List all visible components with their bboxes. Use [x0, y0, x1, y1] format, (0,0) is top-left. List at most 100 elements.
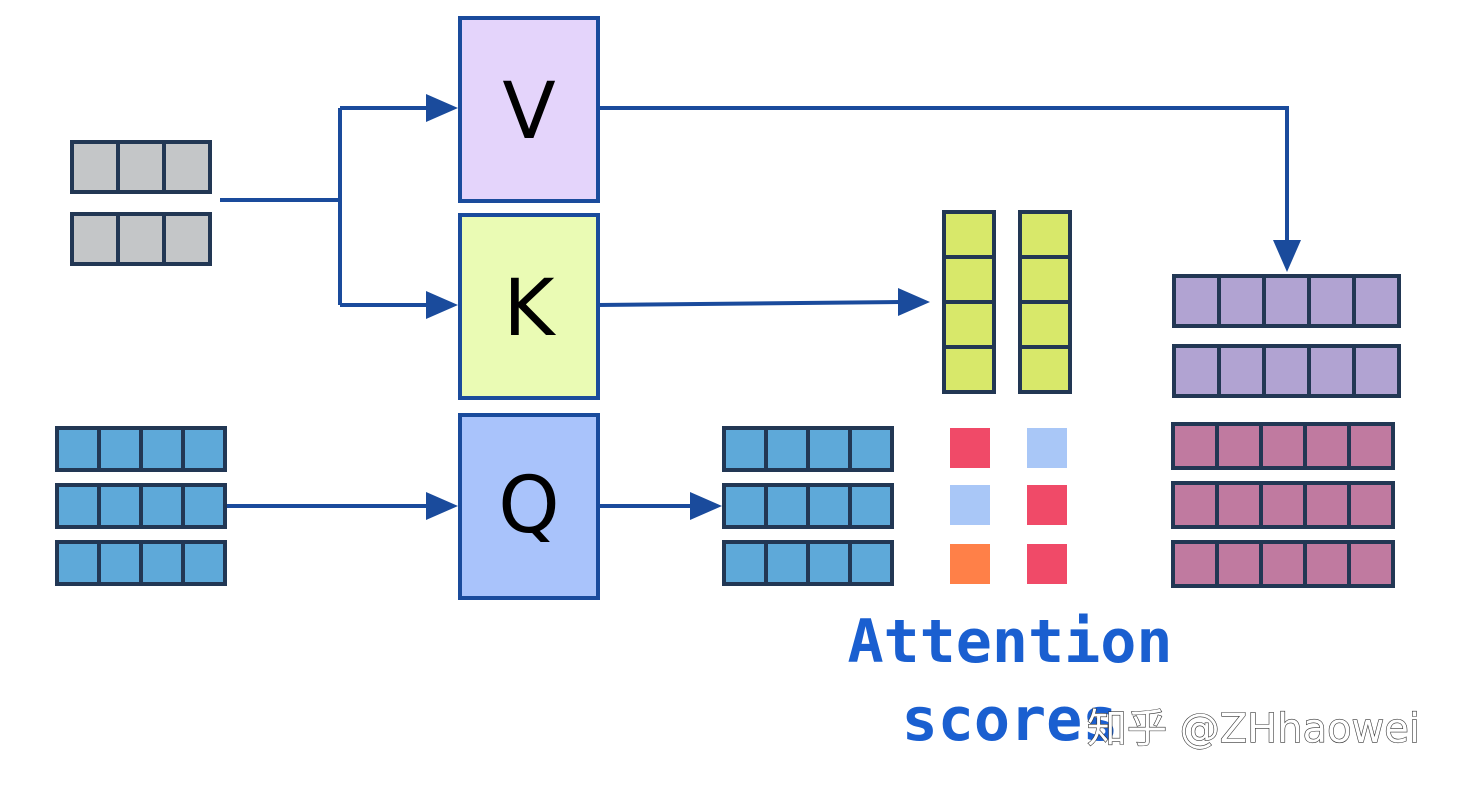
- attention-score-grid: [950, 428, 1067, 584]
- vector-cell: [1018, 210, 1072, 259]
- arrow-q-to-queries: [598, 492, 722, 520]
- attention-score-cell-red: [950, 428, 990, 468]
- arrow-k-to-keys: [597, 288, 930, 316]
- vector-cell: [70, 140, 120, 194]
- attention-score-cell-lightblue: [950, 485, 990, 525]
- vector-cell: [1262, 274, 1311, 328]
- vector-cell: [1217, 344, 1266, 398]
- k-label: K: [503, 264, 556, 354]
- vector-cell: [722, 483, 768, 529]
- vector-cell: [116, 140, 166, 194]
- vector-cell: [139, 540, 185, 586]
- key-vector-column: [942, 210, 996, 394]
- vector-cell: [1303, 540, 1351, 588]
- arrow-to-v: [340, 94, 458, 122]
- gray-input-row: [70, 212, 212, 266]
- vector-cell: [1347, 481, 1395, 529]
- vector-cell: [139, 426, 185, 472]
- attention-score-cell-red: [1027, 485, 1067, 525]
- vector-cell: [1347, 422, 1395, 470]
- weighted-output-row: [1171, 422, 1395, 470]
- vector-cell: [942, 255, 996, 304]
- value-vectors: [1172, 274, 1401, 398]
- q-projection-box: Q: [458, 413, 600, 600]
- vector-cell: [97, 426, 143, 472]
- vector-cell: [97, 540, 143, 586]
- weighted-output-row: [1171, 540, 1395, 588]
- k-projection-box: K: [458, 213, 600, 400]
- vector-cell: [942, 345, 996, 394]
- vector-cell: [1215, 422, 1263, 470]
- vector-cell: [1307, 344, 1356, 398]
- query-vector-row: [722, 426, 894, 472]
- vector-cell: [1215, 481, 1263, 529]
- vector-cell: [70, 212, 120, 266]
- vector-cell: [806, 483, 852, 529]
- vector-cell: [1172, 344, 1221, 398]
- vector-cell: [1259, 481, 1307, 529]
- vector-cell: [55, 483, 101, 529]
- v-label: V: [502, 67, 555, 157]
- query-vector-row: [722, 483, 894, 529]
- attention-scores-label-line1: Attention: [847, 607, 1172, 677]
- vector-cell: [1215, 540, 1263, 588]
- vector-cell: [1259, 422, 1307, 470]
- vector-cell: [764, 540, 810, 586]
- q-label: Q: [498, 461, 559, 551]
- vector-cell: [1303, 481, 1351, 529]
- gray-input-row: [70, 140, 212, 194]
- vector-cell: [55, 426, 101, 472]
- query-vectors: [722, 426, 894, 586]
- arrow-input-to-q: [226, 492, 458, 520]
- vector-cell: [1352, 344, 1401, 398]
- vector-cell: [1171, 422, 1219, 470]
- vector-cell: [1262, 344, 1311, 398]
- vector-cell: [116, 212, 166, 266]
- vector-cell: [1307, 274, 1356, 328]
- vector-cell: [55, 540, 101, 586]
- attention-score-cell-red: [1027, 544, 1067, 584]
- vector-cell: [1018, 345, 1072, 394]
- vector-cell: [942, 210, 996, 259]
- vector-cell: [1171, 481, 1219, 529]
- vector-cell: [848, 426, 894, 472]
- attention-scores-label-line2: scores: [902, 685, 1119, 755]
- vector-cell: [1352, 274, 1401, 328]
- vector-cell: [764, 483, 810, 529]
- watermark: 知乎 @ZHhaowei: [1087, 706, 1420, 752]
- vector-cell: [764, 426, 810, 472]
- vector-cell: [162, 212, 212, 266]
- vector-cell: [139, 483, 185, 529]
- vector-cell: [181, 483, 227, 529]
- vector-cell: [1018, 300, 1072, 349]
- vector-cell: [848, 483, 894, 529]
- vector-cell: [1347, 540, 1395, 588]
- v-projection-box: V: [458, 16, 600, 203]
- vector-cell: [1217, 274, 1266, 328]
- query-vector-row: [722, 540, 894, 586]
- attention-score-cell-orange: [950, 544, 990, 584]
- vector-cell: [722, 426, 768, 472]
- vector-cell: [162, 140, 212, 194]
- weighted-output-vectors: [1171, 422, 1395, 588]
- value-vector-row: [1172, 344, 1401, 398]
- gray-input-vectors: [70, 140, 212, 266]
- vector-cell: [1259, 540, 1307, 588]
- key-vectors: [942, 210, 1072, 394]
- arrow-to-k: [340, 291, 458, 319]
- vector-cell: [1172, 274, 1221, 328]
- attention-score-cell-lightblue: [1027, 428, 1067, 468]
- vector-cell: [1018, 255, 1072, 304]
- key-vector-column: [1018, 210, 1072, 394]
- vector-cell: [848, 540, 894, 586]
- arrows: [220, 94, 1301, 520]
- weighted-output-row: [1171, 481, 1395, 529]
- vector-cell: [1303, 422, 1351, 470]
- vector-cell: [806, 426, 852, 472]
- vector-cell: [1171, 540, 1219, 588]
- vector-cell: [722, 540, 768, 586]
- arrow-v-to-values: [598, 106, 1301, 272]
- vector-cell: [806, 540, 852, 586]
- vector-cell: [181, 426, 227, 472]
